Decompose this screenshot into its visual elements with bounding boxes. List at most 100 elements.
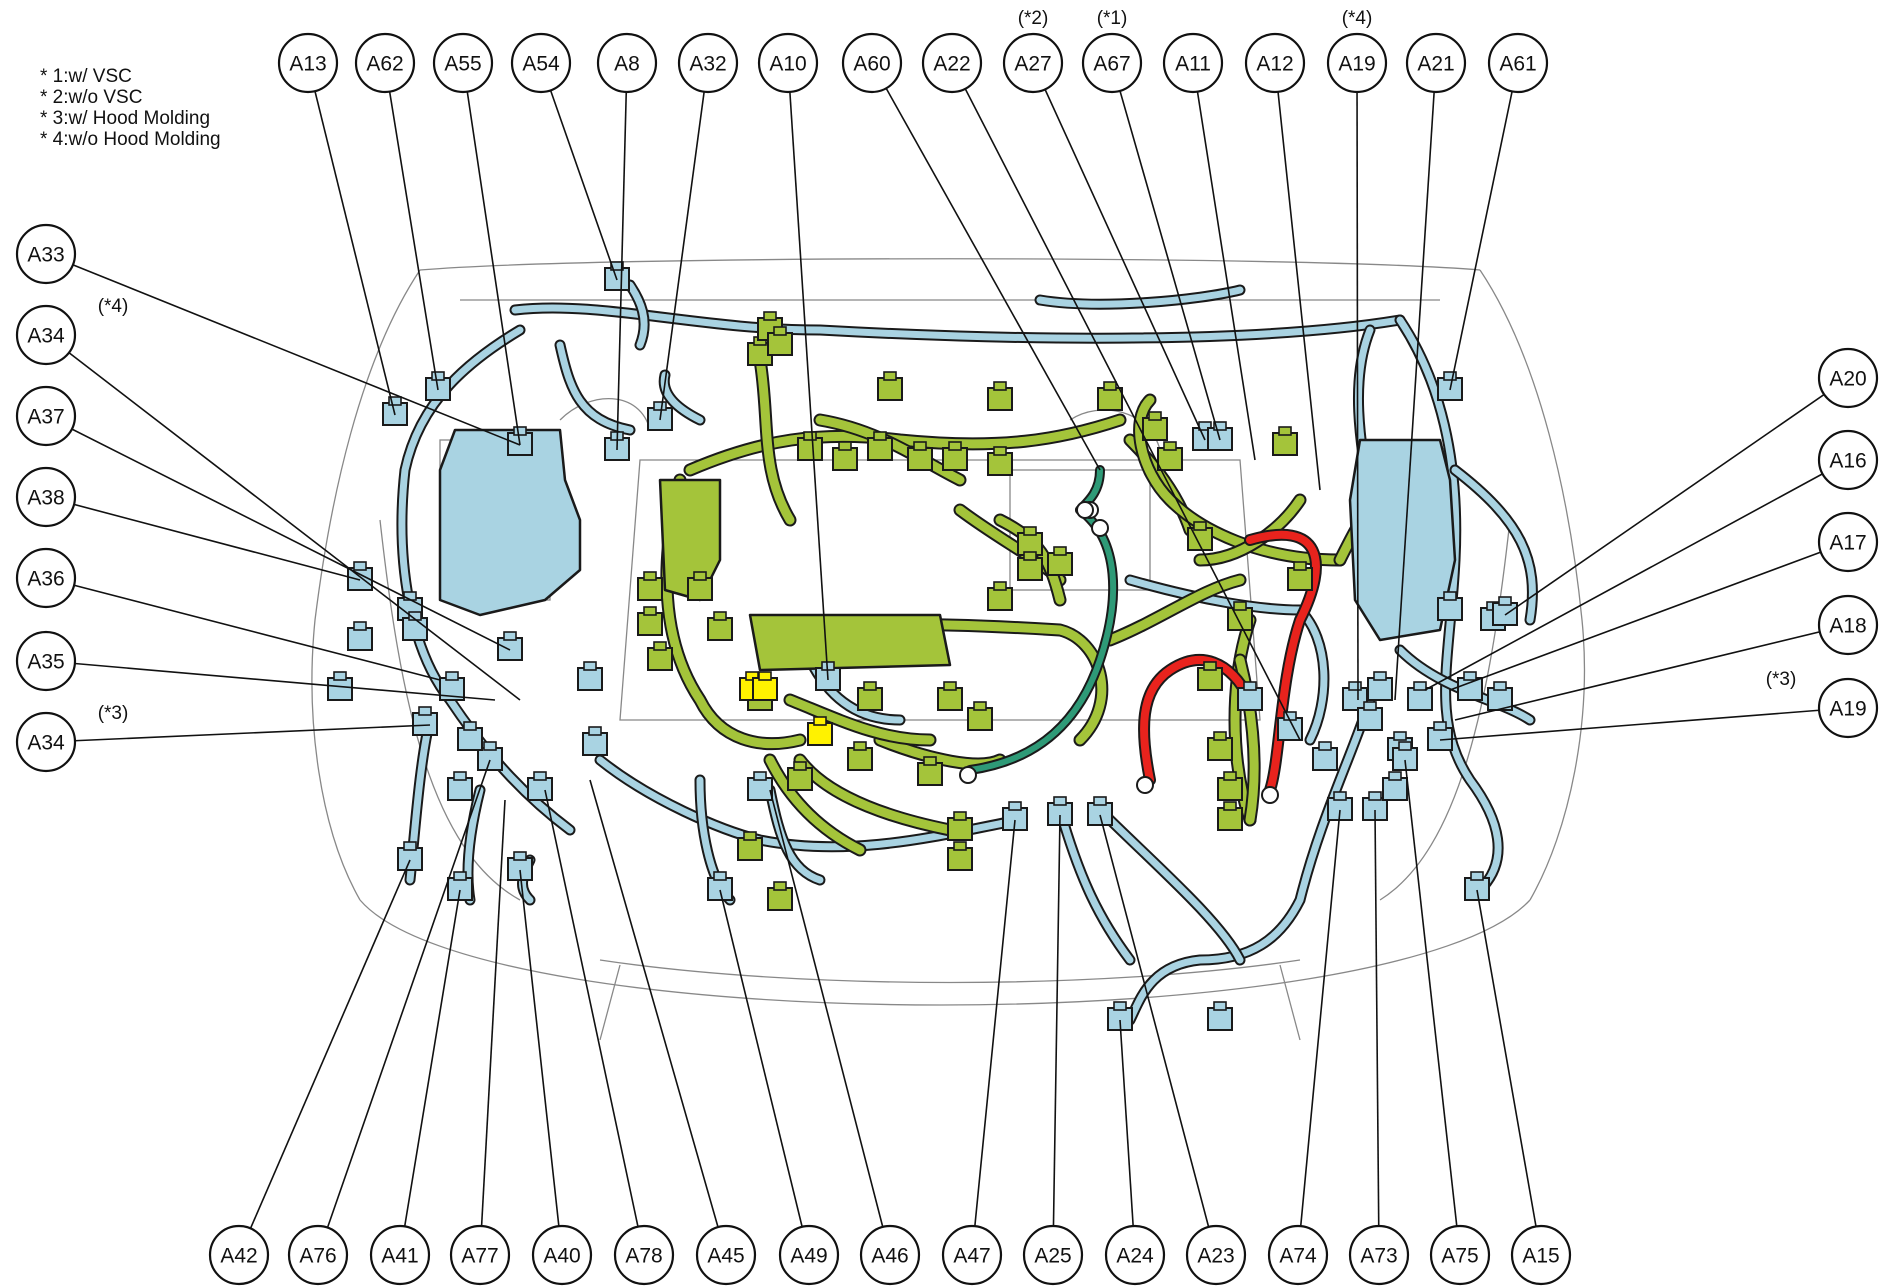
connector-plug-latch <box>1053 796 1067 806</box>
leader-line-a34 <box>45 334 521 701</box>
callout-bubble <box>15 223 77 285</box>
callout-bubble <box>695 1224 757 1286</box>
connector-plug-latch <box>1223 801 1237 811</box>
callout-label: A37 <box>27 406 64 429</box>
leader-line-a41 <box>399 889 461 1256</box>
connector-plug <box>707 617 733 641</box>
callout-label: A74 <box>1279 1245 1317 1268</box>
connector-plug <box>1217 807 1243 831</box>
callout-label: A10 <box>769 53 806 76</box>
connector-plug <box>967 707 993 731</box>
connector-plug-latch <box>1333 791 1347 801</box>
connector-plug-latch <box>1368 791 1382 801</box>
connector-plug-latch <box>388 396 402 406</box>
callout-label: A42 <box>220 1245 257 1268</box>
connector-plug-latch <box>418 706 432 716</box>
callout-a8: A8 <box>596 32 658 94</box>
harness-blue-wire <box>660 371 704 424</box>
callout-note: (*4) <box>1342 8 1373 29</box>
harness-blue-wire <box>1451 466 1536 624</box>
callout-a61: A61 <box>1487 32 1549 94</box>
leader-line-a12 <box>1274 62 1321 491</box>
connector-plug-latch <box>993 581 1007 591</box>
leader-line-a55 <box>462 62 521 446</box>
connector-plug <box>1227 607 1253 631</box>
connector-plug <box>1087 802 1113 826</box>
callout-label: A19 <box>1829 698 1866 721</box>
connector-plug-latch <box>1103 381 1117 391</box>
leader-line-a13 <box>307 62 396 416</box>
callout-bubble <box>1817 429 1879 491</box>
callout-label: A20 <box>1829 368 1866 391</box>
connector-plug-latch <box>1163 441 1177 451</box>
callout-bubble <box>277 32 339 94</box>
callout-bubble <box>15 385 77 447</box>
connector-plug-latch <box>923 756 937 766</box>
leader-line-a47 <box>971 819 1016 1256</box>
callout-bubble <box>613 1224 675 1286</box>
connector-plug-latch <box>948 441 962 451</box>
callout-a74: A74 <box>1267 1224 1329 1286</box>
connector-plug-latch <box>1388 771 1402 781</box>
connector-plug-latch <box>353 621 367 631</box>
callout-label: A24 <box>1116 1245 1154 1268</box>
connector-plug-latch <box>453 771 467 781</box>
leader-line-a19 <box>1439 707 1849 741</box>
callout-a19: A19(*4) <box>1326 8 1388 94</box>
connector-plug-latch <box>773 881 787 891</box>
callout-label: A32 <box>689 53 726 76</box>
connector-plug-latch <box>1363 701 1377 711</box>
callout-a34: A34(*4) <box>15 296 128 366</box>
callout-a33: A33 <box>15 223 77 285</box>
callout-bubble <box>1405 32 1467 94</box>
connector-plug-latch <box>583 661 597 671</box>
connector-plug <box>1237 687 1263 711</box>
leader-line-a67 <box>1111 62 1221 441</box>
leader-line-a35 <box>45 660 496 701</box>
leader-line-a45 <box>589 779 727 1256</box>
callout-a60: A60 <box>841 32 903 94</box>
connector-plug <box>987 587 1013 611</box>
callout-a62: A62 <box>354 32 416 94</box>
connector-plug-latch <box>973 701 987 711</box>
connector-plug <box>1407 687 1433 711</box>
connector-plug <box>1272 432 1298 456</box>
callout-bubble <box>596 32 658 94</box>
connector-plug-latch <box>1093 796 1107 806</box>
callout-bubble <box>1817 347 1879 409</box>
callout-a11: A11 <box>1162 32 1224 94</box>
connector-plug <box>937 687 963 711</box>
cable-eyelet <box>1076 501 1094 519</box>
harness-green-wire <box>815 415 965 485</box>
callout-label: A25 <box>1034 1245 1071 1268</box>
callout-a67: A67(*1) <box>1081 8 1143 94</box>
connector-plug-latch <box>1293 561 1307 571</box>
connector-plug-latch <box>913 441 927 451</box>
leader-line-a20 <box>1504 377 1849 616</box>
connector-plug-latch <box>863 681 877 691</box>
connector-plug-latch <box>1393 731 1407 741</box>
connector-plug-latch <box>1463 671 1477 681</box>
callout-bubble <box>1817 677 1879 739</box>
connector-plug-latch <box>713 611 727 621</box>
callout-a32: A32 <box>677 32 739 94</box>
connector-plug <box>1157 447 1183 471</box>
connector-plug-latch <box>445 671 459 681</box>
callout-bubble <box>1326 32 1388 94</box>
leader-line-a38 <box>45 496 361 581</box>
callout-bubble <box>1348 1224 1410 1286</box>
callout-bubble <box>1487 32 1549 94</box>
callout-a19: A19(*3) <box>1766 669 1879 739</box>
callout-label: A55 <box>444 53 481 76</box>
callout-a20: A20 <box>1817 347 1879 409</box>
connector-plug-latch <box>1008 801 1022 811</box>
connector-plug-latch <box>1373 671 1387 681</box>
connector-plug <box>907 447 933 471</box>
connector-plug-latch <box>1213 421 1227 431</box>
connector-plug-latch <box>1193 521 1207 531</box>
callout-bubble <box>287 1224 349 1286</box>
connector-plug-latch <box>503 631 517 641</box>
callout-note: (*2) <box>1018 8 1049 29</box>
leader-line-a77 <box>479 799 506 1256</box>
callout-a36: A36 <box>15 547 77 609</box>
